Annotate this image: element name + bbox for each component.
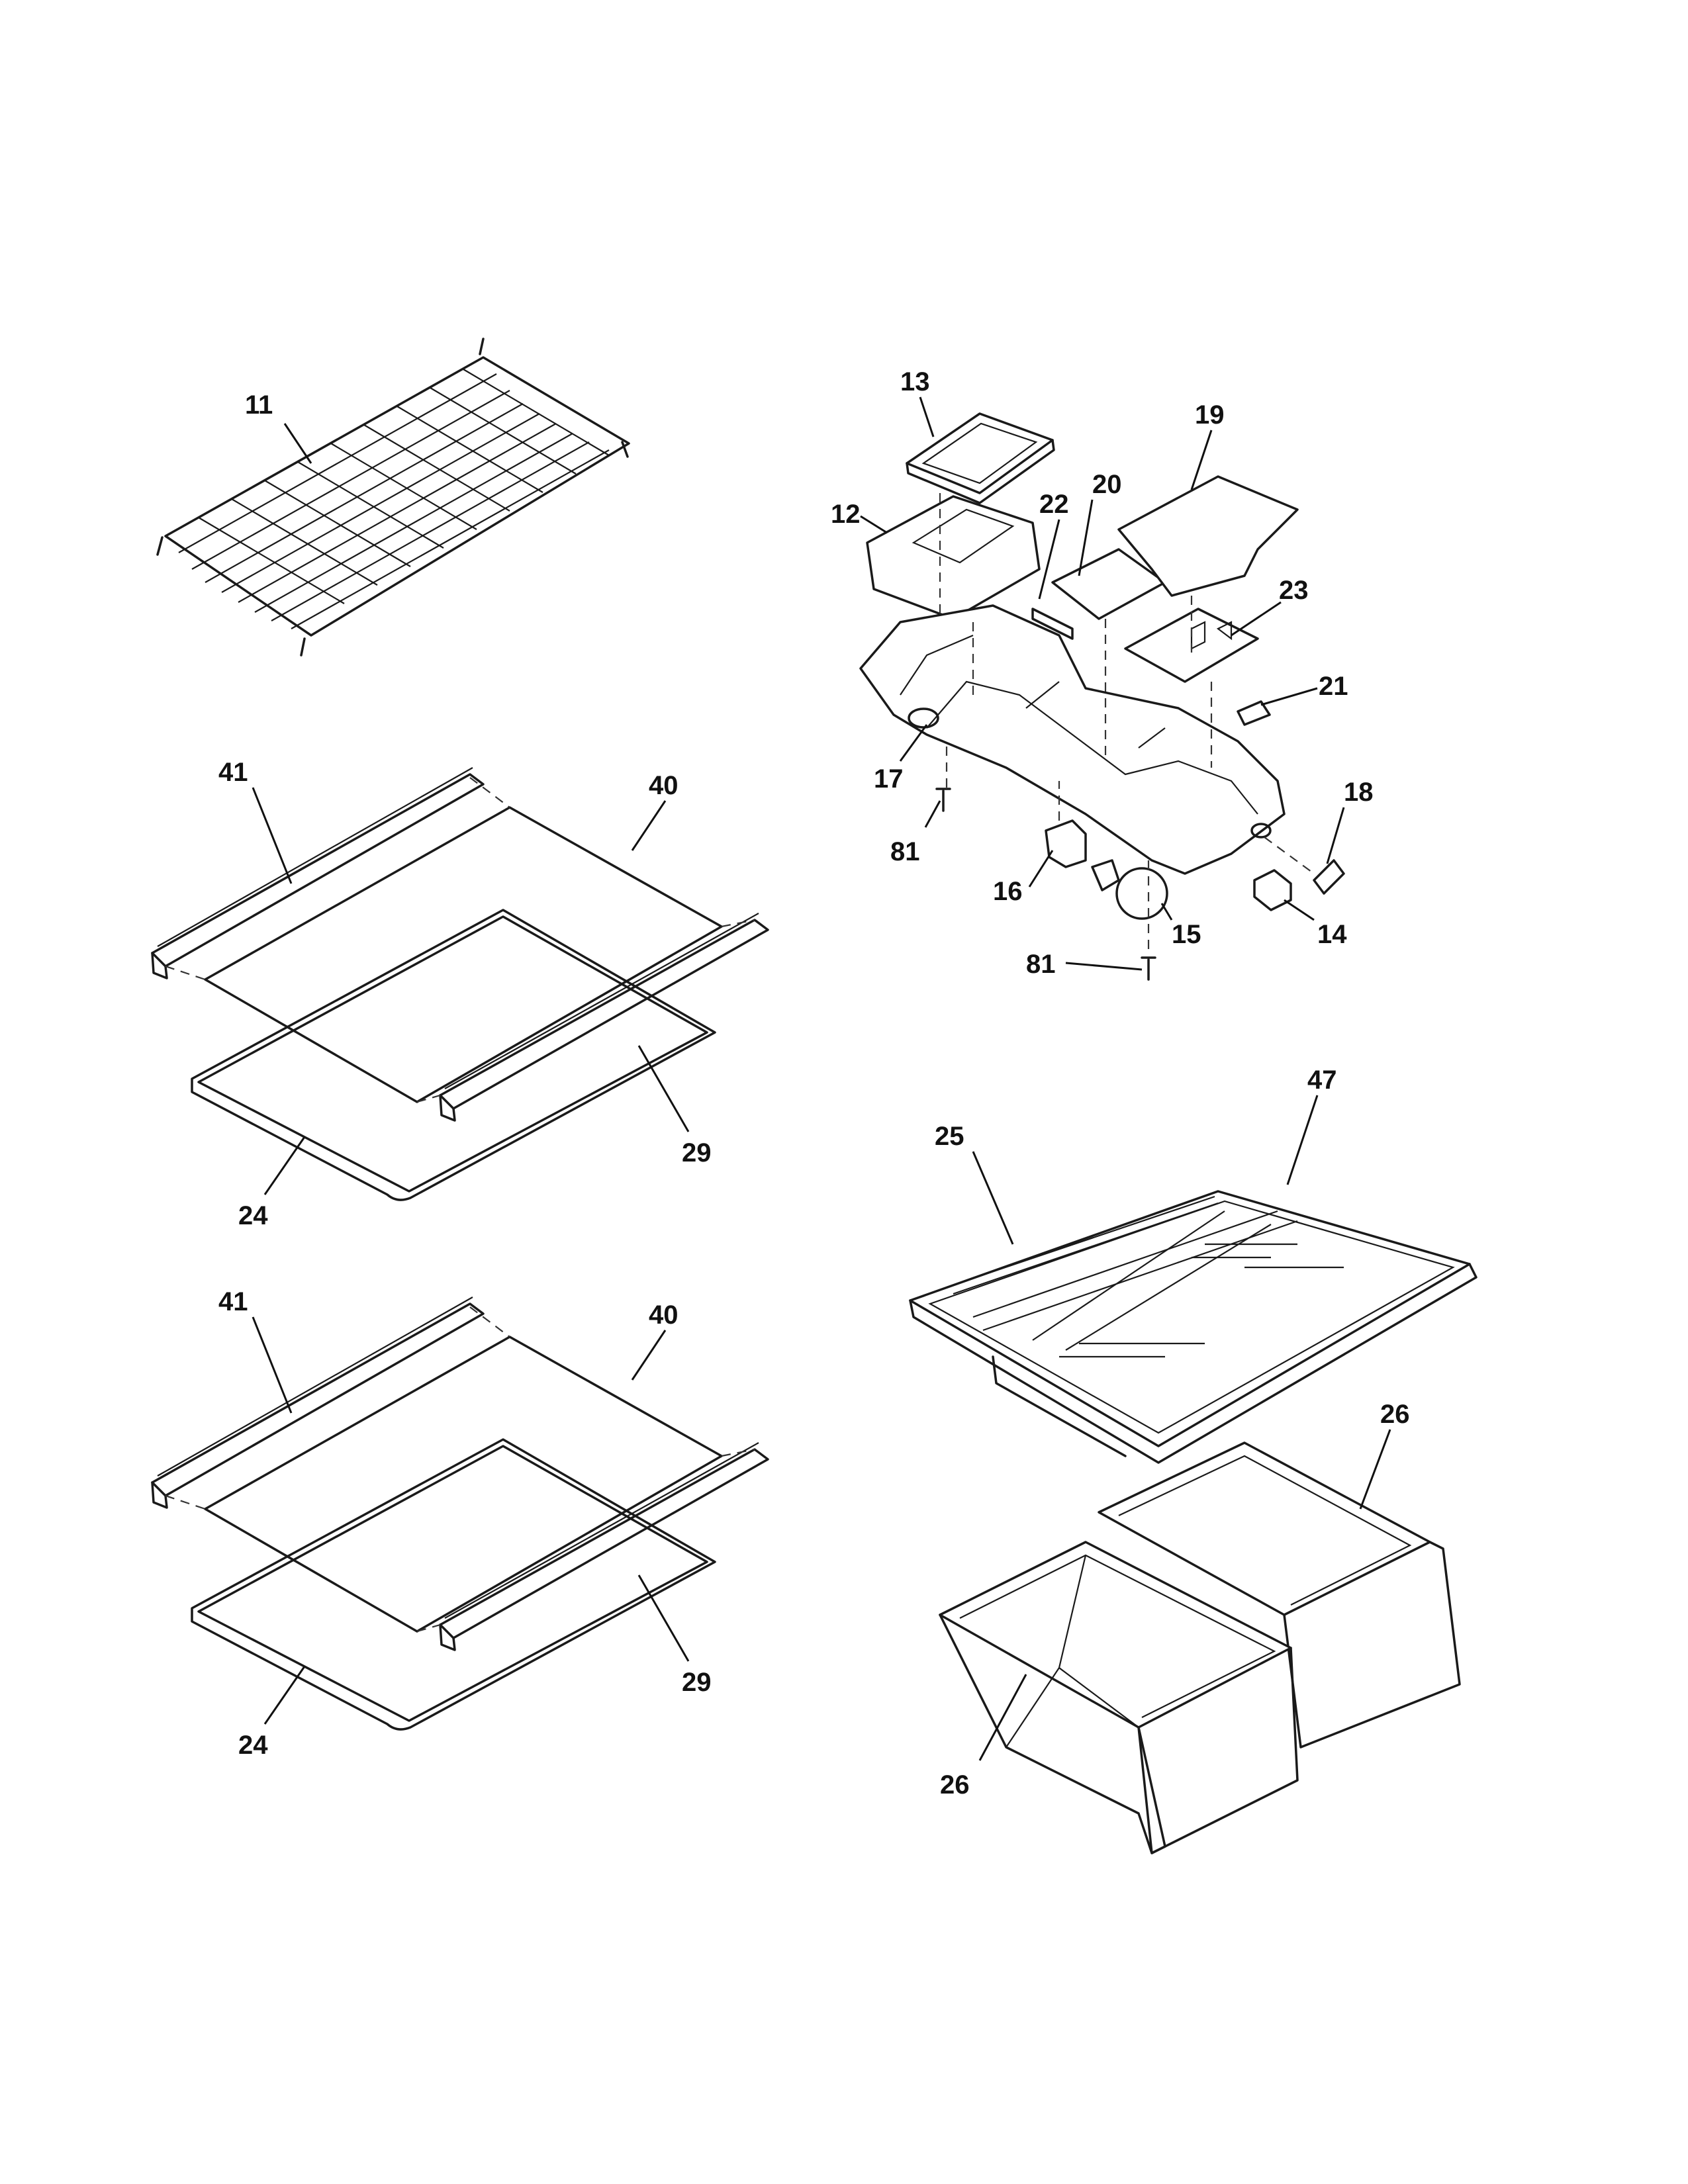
callout-40-upper: 40 bbox=[649, 771, 679, 800]
callout-20: 20 bbox=[1092, 470, 1122, 499]
glass-shelf-lower bbox=[151, 1297, 769, 1731]
control-housing-assembly bbox=[859, 412, 1345, 981]
callout-21: 21 bbox=[1319, 672, 1348, 701]
callout-16: 16 bbox=[993, 877, 1023, 906]
callout-23: 23 bbox=[1279, 576, 1309, 605]
callout-labels: 11 13 19 20 12 22 23 21 17 18 81 16 15 1… bbox=[218, 367, 1410, 1799]
callout-24-lower: 24 bbox=[238, 1731, 268, 1760]
glass-shelf-upper bbox=[151, 767, 769, 1201]
callout-18: 18 bbox=[1344, 778, 1374, 807]
callout-15: 15 bbox=[1172, 920, 1201, 949]
callout-41-upper: 41 bbox=[218, 758, 248, 787]
callout-22: 22 bbox=[1039, 490, 1069, 519]
callout-14: 14 bbox=[1317, 920, 1347, 949]
callout-41-lower: 41 bbox=[218, 1287, 248, 1316]
crisper-drawers bbox=[939, 1441, 1461, 1854]
callout-26-right: 26 bbox=[1380, 1400, 1410, 1429]
callout-24-upper: 24 bbox=[238, 1201, 268, 1230]
callout-47: 47 bbox=[1307, 1066, 1337, 1095]
callout-12: 12 bbox=[831, 500, 861, 529]
callout-29-lower: 29 bbox=[682, 1668, 712, 1697]
callout-81-upper: 81 bbox=[890, 837, 920, 866]
callout-19: 19 bbox=[1195, 400, 1225, 430]
callout-11: 11 bbox=[245, 390, 273, 420]
callout-17: 17 bbox=[874, 764, 904, 794]
callout-13: 13 bbox=[900, 367, 930, 396]
callout-40-lower: 40 bbox=[649, 1300, 679, 1330]
callout-26-left: 26 bbox=[940, 1770, 970, 1799]
callout-81-lower: 81 bbox=[1026, 950, 1056, 979]
leader-lines bbox=[252, 396, 1391, 1761]
wire-shelf bbox=[156, 338, 630, 657]
callout-29-upper: 29 bbox=[682, 1138, 712, 1167]
callout-25: 25 bbox=[935, 1122, 964, 1151]
crisper-cover-assembly bbox=[909, 1190, 1477, 1464]
